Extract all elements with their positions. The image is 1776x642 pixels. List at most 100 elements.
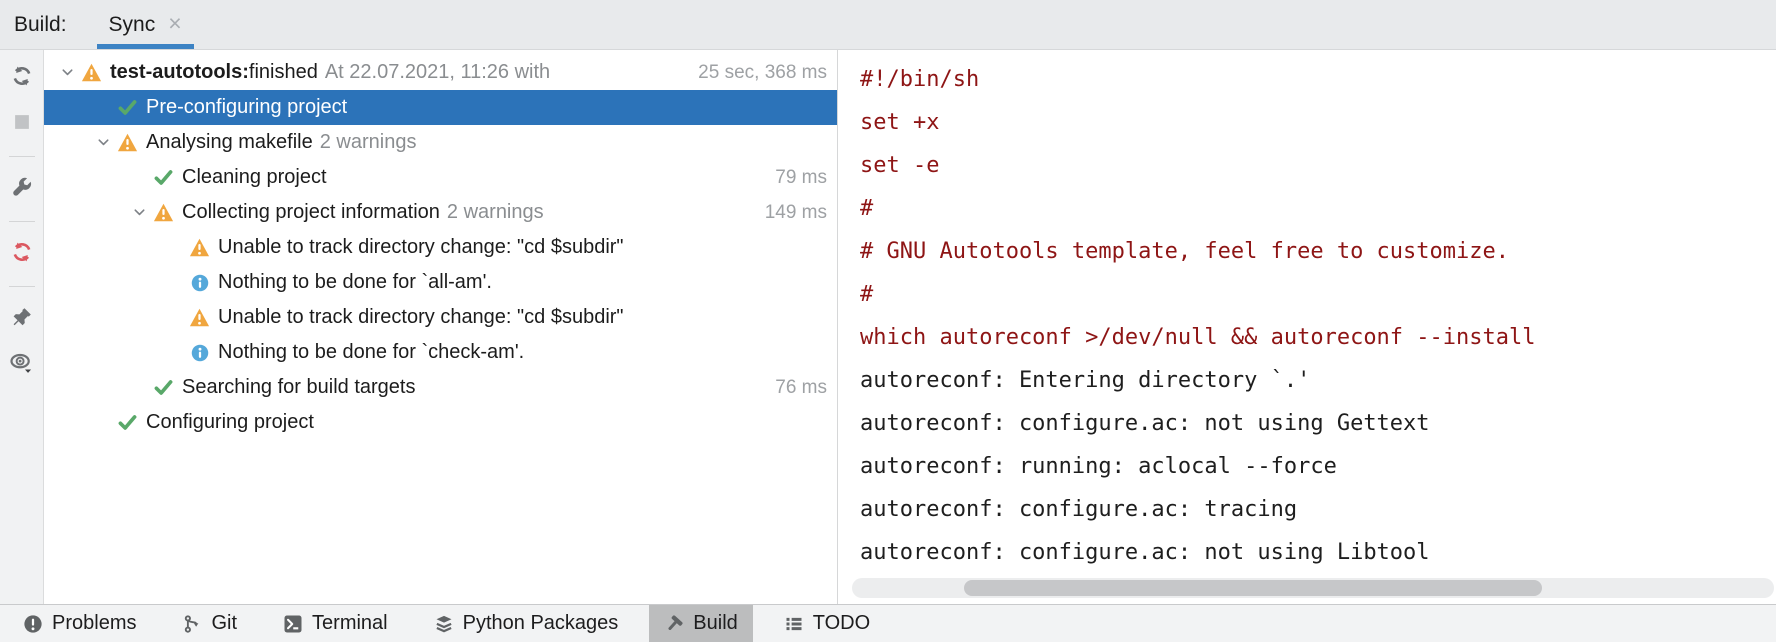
warning-icon <box>80 62 103 83</box>
console-line: autoreconf: configure.ac: not using Gett… <box>860 411 1430 436</box>
console-line: autoreconf: Entering directory `.' <box>860 368 1311 393</box>
success-icon <box>116 97 139 118</box>
tool-window-button-label: TODO <box>812 612 871 634</box>
hammer-icon <box>664 614 684 634</box>
tool-window-button-problems[interactable]: Problems <box>8 605 151 642</box>
build-console-panel: #!/bin/sh set +x set -e # # GNU Autotools te… <box>838 50 1776 604</box>
tree-row-label: Unable to track directory change: "cd $s… <box>218 236 624 259</box>
tree-row-label-segment: At 22.07.2021, 11:26 with <box>324 61 551 83</box>
tool-window-button-label: Terminal <box>312 612 388 634</box>
tool-window-button-terminal[interactable]: Terminal <box>268 605 403 642</box>
chevron-down-icon[interactable] <box>126 205 152 220</box>
tree-row-label-segment: Cleaning project <box>182 166 327 188</box>
pin-button[interactable] <box>8 305 36 333</box>
console-line: # <box>860 196 874 221</box>
tool-window-button-label: Problems <box>52 612 137 634</box>
git-icon <box>182 614 202 634</box>
console-output: #!/bin/sh set +x set -e # # GNU Autotools te… <box>860 58 1776 574</box>
console-line: set -e <box>860 153 940 178</box>
tool-window-button-todo[interactable]: TODO <box>769 605 885 642</box>
console-line: #!/bin/sh <box>860 67 980 92</box>
tree-row-label-segment: Unable to track directory change: "cd $s… <box>218 306 624 328</box>
tool-window-button-label: Build <box>693 612 738 634</box>
sync-icon <box>11 65 33 92</box>
build-toolwindow-header: Build: Sync × <box>0 0 1776 50</box>
sync-button[interactable] <box>8 64 36 92</box>
settings-wrench-icon <box>11 176 33 203</box>
tree-row[interactable]: Unable to track directory change: "cd $s… <box>44 230 837 265</box>
console-line: autoreconf: configure.ac: tracing <box>860 497 1298 522</box>
tree-row-label: test-autotools: finished At 22.07.2021, 1… <box>110 61 550 84</box>
tree-row-label-segment: 2 warnings <box>446 201 544 223</box>
console-line: which autoreconf >/dev/null && autorecon… <box>860 325 1536 350</box>
tree-row[interactable]: Nothing to be done for `all-am'. <box>44 265 837 300</box>
warning-icon <box>188 307 211 328</box>
tree-row-label: Nothing to be done for `check-am'. <box>218 341 524 364</box>
console-line: # GNU Autotools template, feel free to c… <box>860 239 1510 264</box>
console-line: autoreconf: running: aclocal --force <box>860 454 1337 479</box>
tree-row-label: Nothing to be done for `all-am'. <box>218 271 492 294</box>
tree-row-label: Pre-configuring project <box>146 96 347 119</box>
chevron-down-icon[interactable] <box>90 135 116 150</box>
success-icon <box>116 412 139 433</box>
tree-row[interactable]: Unable to track directory change: "cd $s… <box>44 300 837 335</box>
success-icon <box>152 167 175 188</box>
tree-row-label-segment: Pre-configuring project <box>146 96 348 118</box>
terminal-icon <box>283 614 303 634</box>
tree-row[interactable]: Configuring project <box>44 405 837 440</box>
tree-row-label-segment: Configuring project <box>146 411 314 433</box>
horizontal-scrollbar[interactable] <box>852 578 1774 598</box>
problems-icon <box>23 614 43 634</box>
tab-sync[interactable]: Sync × <box>96 0 194 49</box>
warning-icon <box>116 132 139 153</box>
tool-window-button-label: Git <box>211 612 238 634</box>
tree-row-label-segment: Searching for build targets <box>182 376 416 398</box>
todo-icon <box>784 614 804 634</box>
tool-window-button-build[interactable]: Build <box>649 605 753 642</box>
warning-icon <box>152 202 175 223</box>
close-icon[interactable]: × <box>168 10 182 36</box>
left-toolbar <box>0 50 44 604</box>
info-icon <box>188 343 211 363</box>
build-main-area: test-autotools: finished At 22.07.2021, 1… <box>0 50 1776 604</box>
console-line: set +x <box>860 110 940 135</box>
tree-row-label: Configuring project <box>146 411 314 434</box>
tree-row-label-segment: Nothing to be done for `all-am'. <box>218 271 492 293</box>
stop-button <box>8 110 36 138</box>
preview-eye-button[interactable] <box>8 351 36 379</box>
console-line: # <box>860 282 874 307</box>
tree-row-label: Unable to track directory change: "cd $s… <box>218 306 624 329</box>
build-header-label: Build: <box>14 12 67 36</box>
horizontal-scrollbar-thumb[interactable] <box>964 580 1542 596</box>
tree-row-label-segment: Analysing makefile <box>146 131 313 153</box>
settings-wrench-button[interactable] <box>8 175 36 203</box>
tree-row[interactable]: Pre-configuring project <box>44 90 837 125</box>
tool-window-button-git[interactable]: Git <box>167 605 252 642</box>
tree-row-label-segment: Unable to track directory change: "cd $s… <box>218 236 624 258</box>
rerun-failed-icon <box>11 241 33 268</box>
tree-row[interactable]: test-autotools: finished At 22.07.2021, 1… <box>44 55 837 90</box>
tree-row-label: Searching for build targets <box>182 376 415 399</box>
toolbar-divider <box>8 286 35 287</box>
tree-row-label-segment: Nothing to be done for `check-am'. <box>218 341 525 363</box>
tree-row-label-segment: finished <box>248 61 318 83</box>
tree-row-label-segment: test-autotools: <box>110 61 249 83</box>
toolbar-divider <box>8 156 35 157</box>
tool-window-bar: Problems Git Terminal Python Packages Build T… <box>0 604 1776 642</box>
tree-row[interactable]: Nothing to be done for `check-am'. <box>44 335 837 370</box>
pin-icon <box>11 306 33 333</box>
tree-row-label: Cleaning project <box>182 166 327 189</box>
info-icon <box>188 273 211 293</box>
chevron-down-icon[interactable] <box>54 65 80 80</box>
tree-row-duration: 149 ms <box>764 201 827 223</box>
rerun-failed-button[interactable] <box>8 240 36 268</box>
tool-window-button-python-packages[interactable]: Python Packages <box>419 605 634 642</box>
pypackages-icon <box>434 614 454 634</box>
